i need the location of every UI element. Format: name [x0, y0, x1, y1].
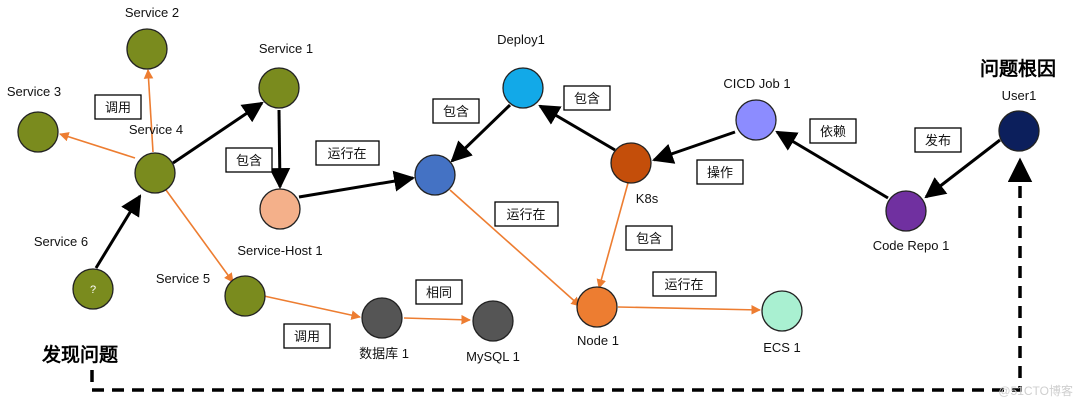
edge-label-run-on-top: 运行在: [327, 147, 366, 162]
edge-cicd-k8s: [652, 130, 736, 164]
node-user1[interactable]: [998, 110, 1040, 152]
node-pod[interactable]: [414, 154, 456, 196]
node-service6-inner-mark: ?: [90, 284, 96, 296]
edge-service4-service1: [172, 101, 264, 165]
edge-label-texts: 调用 包含 运行在 包含 包含 依赖 发布 操作 运行在 包含 相同 运行在 调…: [105, 91, 951, 345]
nodes: [17, 28, 1040, 342]
edge-service4-service2: [143, 69, 154, 153]
edge-service1-servicehost: [269, 109, 291, 190]
node-node1[interactable]: [576, 286, 618, 328]
node-deploy1-label: Deploy1: [497, 32, 545, 47]
node-cicd-label: CICD Job 1: [723, 76, 790, 91]
edge-coderepo-cicd: [775, 130, 889, 200]
edge-label-same: 相同: [426, 286, 452, 301]
node-cicd[interactable]: [735, 99, 777, 141]
node-labels: Service 2 Service 3 Service 1 Service 4 …: [7, 5, 1036, 364]
node-service4[interactable]: [134, 152, 176, 194]
node-db-label: 数据库 1: [359, 346, 409, 361]
edge-label-box-operate: [696, 159, 744, 185]
edge-label-box-contain-service1: [225, 147, 273, 173]
edge-user1-coderepo: [924, 138, 1001, 199]
edge-label-contain-k8s: 包含: [574, 91, 600, 107]
edge-label-call-top: 调用: [105, 101, 131, 116]
edge-db-mysql: [403, 314, 471, 325]
edge-pod-node1: [449, 189, 581, 307]
edge-label-contain-k8s-node: 包含: [636, 231, 662, 247]
edge-label-box-call-top: [94, 94, 142, 120]
edge-label-boxes: [94, 85, 962, 349]
node-servicehost-label: Service-Host 1: [237, 243, 322, 258]
edge-label-box-run-on-node: [652, 271, 717, 297]
node-db[interactable]: [361, 297, 403, 339]
edge-label-box-contain-deploy: [432, 98, 480, 124]
edge-node1-ecs1: [617, 305, 761, 315]
edge-label-box-call-bottom: [283, 323, 331, 349]
edge-k8s-deploy1: [538, 104, 616, 152]
edge-label-box-run-on-mid: [494, 201, 559, 227]
strong-edges: [94, 101, 1001, 269]
edge-label-call-bottom: 调用: [294, 330, 320, 345]
root-cause-trace-path: [90, 157, 1033, 392]
node-mysql[interactable]: [472, 300, 514, 342]
edge-label-depend: 依赖: [820, 125, 846, 140]
watermark: @51CTO博客: [998, 383, 1073, 398]
node-service4-label: Service 4: [129, 122, 183, 137]
node-service2-label: Service 2: [125, 5, 179, 20]
node-servicehost[interactable]: [259, 188, 301, 230]
node-k8s-label: K8s: [636, 191, 659, 206]
node-service6-label: Service 6: [34, 234, 88, 249]
edge-label-box-contain-k8s: [563, 85, 611, 111]
node-service5[interactable]: [224, 275, 266, 317]
edge-label-publish: 发布: [925, 133, 951, 149]
root-cause-title: 问题根因: [980, 57, 1056, 80]
node-mysql-label: MySQL 1: [466, 349, 520, 364]
edge-service6-service4: [94, 194, 142, 269]
node-service1[interactable]: [258, 67, 300, 109]
node-service5-label: Service 5: [156, 271, 210, 286]
edge-deploy1-pod: [450, 103, 512, 163]
edge-k8s-node1: [596, 182, 629, 289]
edge-label-contain-deploy: 包含: [443, 104, 469, 120]
node-k8s[interactable]: [610, 142, 652, 184]
node-service3[interactable]: [17, 111, 59, 153]
edge-label-contain-service1: 包含: [236, 153, 262, 169]
edge-label-run-on-mid: 运行在: [506, 208, 545, 223]
node-service1-label: Service 1: [259, 41, 313, 56]
edge-servicehost-pod: [298, 170, 416, 199]
node-ecs1[interactable]: [761, 290, 803, 332]
edge-label-operate: 操作: [707, 165, 733, 181]
node-service2[interactable]: [126, 28, 168, 70]
node-user1-label: User1: [1002, 88, 1037, 103]
node-deploy1[interactable]: [502, 67, 544, 109]
edge-service5-db: [263, 295, 361, 320]
edge-service4-service5: [165, 189, 234, 283]
node-node1-label: Node 1: [577, 333, 619, 348]
discover-problem-title: 发现问题: [41, 343, 118, 366]
node-ecs1-label: ECS 1: [763, 340, 801, 355]
node-service3-label: Service 3: [7, 84, 61, 99]
node-coderepo-label: Code Repo 1: [873, 238, 950, 253]
edge-service4-service3: [59, 132, 136, 159]
call-edges: [59, 69, 761, 325]
edge-label-box-publish: [914, 127, 962, 153]
edge-label-box-depend: [809, 118, 857, 144]
edge-label-box-contain-k8s-node: [625, 225, 673, 251]
edge-label-box-same: [415, 279, 463, 305]
node-service6[interactable]: [72, 268, 114, 310]
node-coderepo[interactable]: [885, 190, 927, 232]
edge-label-run-on-node: 运行在: [664, 278, 703, 293]
edge-label-box-run-on-top: [315, 140, 380, 166]
